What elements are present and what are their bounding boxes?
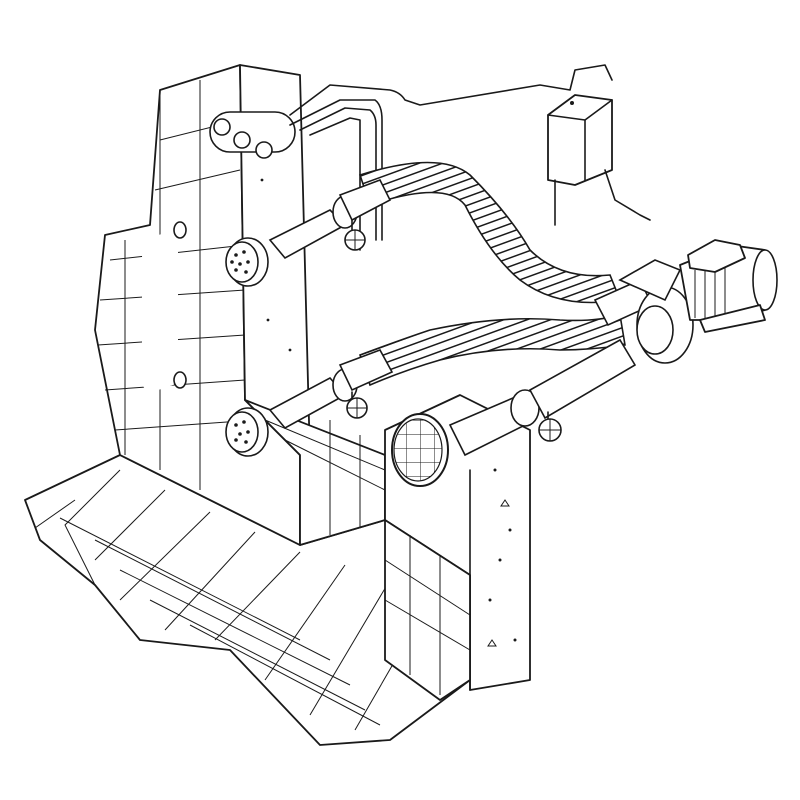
jet-nozzle-lower <box>225 407 269 457</box>
pipe-suction <box>448 278 654 457</box>
pool-right-tiled-face <box>384 519 471 701</box>
jet-nozzle-upper <box>225 237 269 287</box>
suction-grate <box>391 413 449 487</box>
pump-motor <box>679 239 778 333</box>
valve-wheel-lower <box>346 391 368 419</box>
pipe-upper <box>268 178 392 260</box>
control-box <box>547 94 651 226</box>
flexible-hose-lower <box>358 313 626 387</box>
air-tubes <box>289 64 613 251</box>
pool-handrail <box>142 221 187 392</box>
pump-body <box>618 259 694 364</box>
valve-wheel-suction <box>538 411 562 442</box>
pool-back-wall <box>244 399 386 546</box>
air-button-plate <box>209 111 296 159</box>
pipe-lower <box>268 349 394 430</box>
valve-wheel-upper <box>344 219 366 251</box>
